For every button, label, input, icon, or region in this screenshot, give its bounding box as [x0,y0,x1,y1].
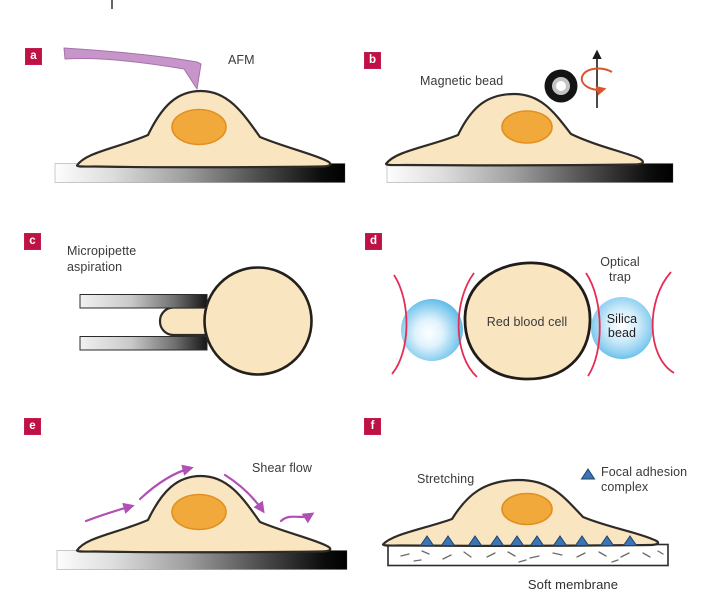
cell-body [203,266,313,376]
silica-bead-label-line1: Silica [606,312,638,326]
micropipette-top-wall [79,294,208,309]
panel-label-c: c [24,233,41,250]
cell [75,474,332,554]
focal-adhesion-triangles [419,535,638,546]
micropipette-label-line1: Micropipette [67,244,137,258]
magnetic-bead-icon [544,69,578,103]
panel-b-art [384,49,674,183]
panel-label-d: d [365,233,382,250]
nucleus [501,492,553,526]
soft-membrane-label: Soft membrane [527,577,619,592]
focal-adhesion-label-line2: complex [601,480,649,494]
panel-a-art [54,47,346,183]
red-blood-cell-shape [463,261,592,381]
red-blood-cell-label: Red blood cell [486,315,568,329]
optical-trap-label: Optical trap [585,255,655,285]
silica-bead-left-icon [401,299,463,361]
panel-f-art [381,468,669,567]
panel-label-f: f [364,418,381,435]
panel-label-a: a [25,48,42,65]
panel-c-art [79,266,313,376]
shear-flow-arrows-icon [84,464,315,524]
focal-adhesion-label: Focal adhesion complex [601,465,687,495]
cell [75,89,332,169]
panel-d-art [391,261,675,381]
focal-adhesion-legend-icon [580,468,596,480]
panel-label-e: e [24,418,41,435]
laser-beams-icon [391,271,675,378]
panel-e-art [56,464,348,570]
silica-bead-label-line2: bead [607,326,637,340]
panel-label-b: b [364,52,381,69]
optical-trap-label-line2: trap [609,270,631,284]
micropipette-bottom-wall [79,336,208,351]
micropipette-label: Micropipette aspiration [67,243,136,275]
shear-flow-label: Shear flow [252,461,313,475]
silica-bead-label: Silica bead [592,312,652,340]
afm-label: AFM [228,53,255,67]
stretching-label: Stretching [417,472,475,486]
silica-bead-right-icon [591,297,653,359]
magnetic-bead-label: Magnetic bead [420,74,504,88]
micropipette-label-line2: aspiration [67,260,123,274]
nucleus [501,110,553,144]
nucleus [171,108,227,146]
page-column-tick [111,0,113,9]
afm-cantilever-icon [63,47,202,90]
focal-adhesion-label-line1: Focal adhesion [601,465,688,479]
rotation-arrow-icon [580,67,613,96]
membrane-texture-dashes [400,550,664,563]
optical-trap-label-line1: Optical [600,255,640,269]
